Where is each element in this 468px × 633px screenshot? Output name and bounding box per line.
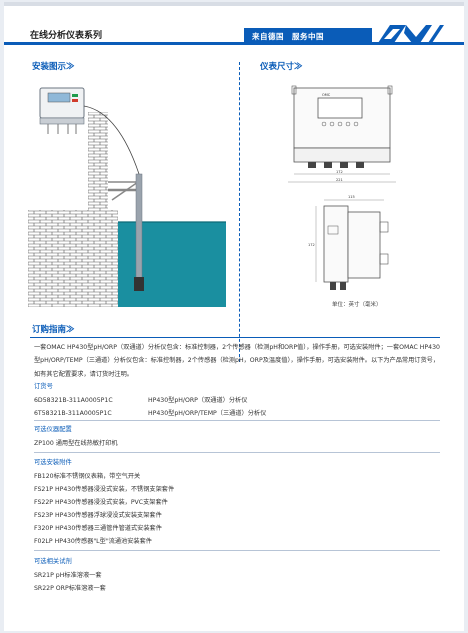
- front-width-label-2: 221: [336, 178, 343, 182]
- order-desc: HP430型pH/ORP/TEMP（三通道）分析仪: [147, 410, 267, 417]
- install-section-title: 安装图示≫: [32, 61, 75, 71]
- list-item: FS22P HP430传感器浸没式安装，PVC支架套件: [34, 499, 168, 506]
- order-row: 6T58321B-311A0005P1C HP430型pH/ORP/TEMP（三…: [34, 408, 266, 417]
- section-rule: [34, 420, 440, 421]
- side-depth-label: 115: [348, 195, 355, 199]
- order-row: 6D58321B-311A0005P1C HP430型pH/ORP（双通道）分析…: [34, 395, 247, 404]
- order-section-title: 订购指南≫: [32, 324, 75, 334]
- optional-devices-title: 可选仪器配置: [34, 426, 72, 433]
- section-rule: [34, 550, 440, 551]
- list-item: FS23P HP430传感器浮球浸没式安装支架套件: [34, 512, 162, 519]
- section-divider: [239, 62, 240, 362]
- optional-mounts-title: 可选安装附件: [34, 459, 72, 466]
- top-strip: [4, 2, 464, 6]
- side-dimension-drawing: 115 172: [308, 195, 389, 290]
- front-width-label-1: 172: [336, 170, 343, 174]
- series-title: 在线分析仪表系列: [30, 30, 103, 40]
- catalog-page: 在线分析仪表系列 来自德国 服务中国 安装图示≫ 仪表尺寸≫: [4, 2, 464, 631]
- header-bar: [4, 42, 464, 45]
- order-code: 6T58321B-311A0005P1C: [34, 410, 112, 417]
- list-item: SR21P pH标准溶液一套: [34, 572, 102, 579]
- list-item: FB120标准不锈钢仪表箱，带空气开关: [34, 473, 141, 480]
- omc-logo: [378, 25, 444, 43]
- section-rule: [34, 452, 440, 453]
- slogan-banner: 来自德国 服务中国: [244, 28, 372, 45]
- side-height-label: 172: [308, 243, 315, 247]
- order-intro: 一套OMAC HP430型pH/ORP（双通道）分析仪包含：标准控制器，2个传感…: [34, 344, 440, 378]
- svg-text:OMC: OMC: [322, 93, 331, 97]
- order-numbers-title: 订货号: [34, 383, 53, 390]
- unit-note: 单位：英寸（毫米）: [332, 302, 382, 308]
- list-item: ZP100 通用型在线热敏打印机: [34, 440, 118, 447]
- order-desc: HP430型pH/ORP（双通道）分析仪: [147, 397, 248, 404]
- list-item: SR22P ORP标准溶液一套: [34, 585, 106, 592]
- order-title-rule: [30, 337, 440, 338]
- order-code: 6D58321B-311A0005P1C: [34, 397, 113, 404]
- list-item: F320P HP430传感器三通管件管道式安装套件: [34, 525, 162, 532]
- front-dimension-drawing: OMC 172 221: [288, 85, 396, 183]
- optional-reagents-title: 可选相关试剂: [34, 558, 72, 565]
- list-item: FS21P HP430传感器浸没式安装，不锈钢支架套件: [34, 486, 175, 493]
- list-item: F02LP HP430传感器"L型"流通池安装套件: [34, 538, 152, 545]
- installation-diagram: [28, 87, 226, 307]
- dims-section-title: 仪表尺寸≫: [260, 61, 303, 71]
